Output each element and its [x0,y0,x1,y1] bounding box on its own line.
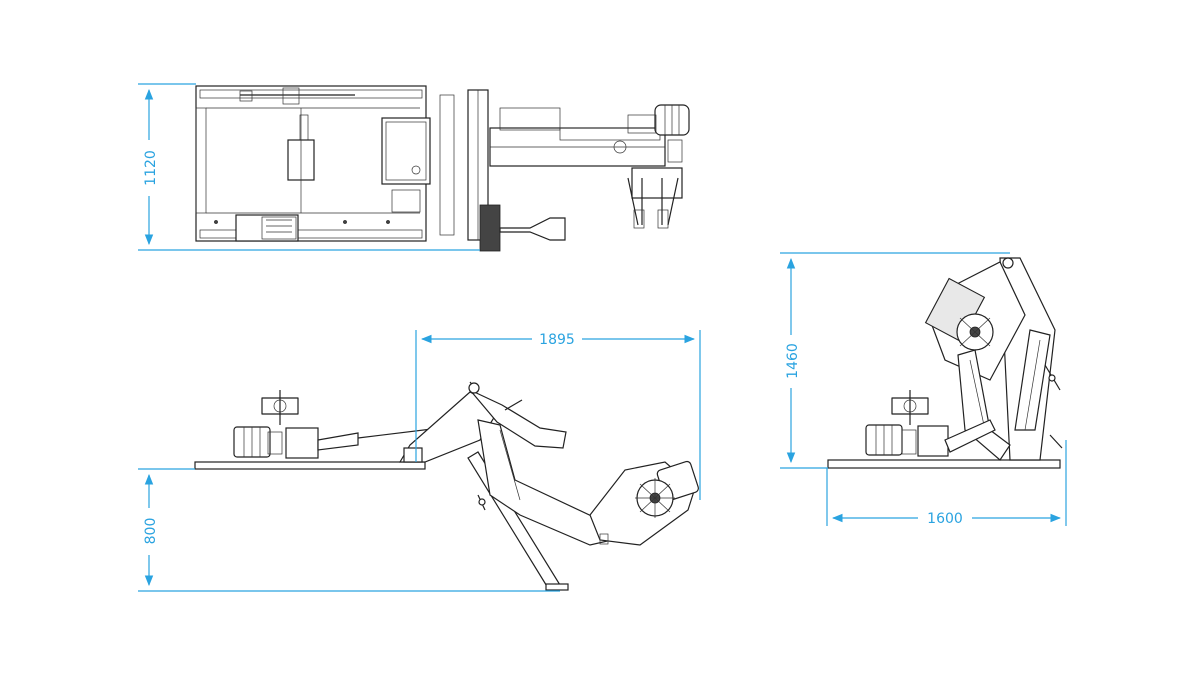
dim-label-1460: 1460 [785,343,801,379]
dim-label-1120: 1120 [143,150,159,186]
dim-label-1600: 1600 [927,511,963,527]
dim-label-1895: 1895 [539,332,575,348]
dim-top-height: 1120 [138,83,480,251]
dim-front-height: 1460 [780,252,1010,469]
side-view [194,381,699,591]
dim-front-width: 1600 [826,440,1067,527]
front-view [827,257,1063,469]
dim-label-800: 800 [143,518,159,545]
dim-side-depth: 800 [138,468,560,592]
top-view [195,85,690,252]
dim-side-width: 1895 [415,330,701,500]
